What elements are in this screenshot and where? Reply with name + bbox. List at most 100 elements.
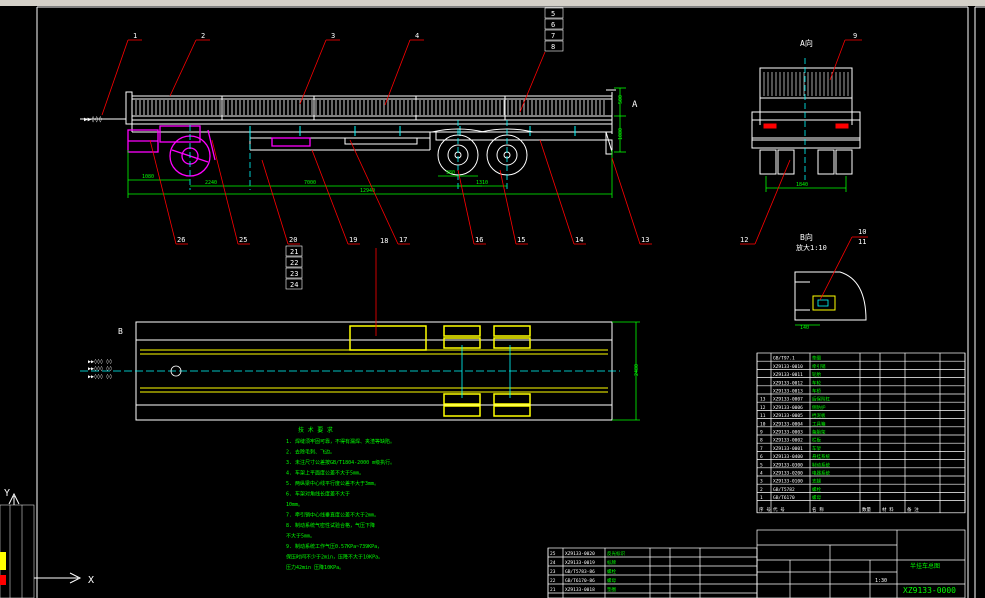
balloon-21: 21 [290,248,298,256]
dim-500: 500 [618,95,624,104]
lparts-row-name: 螺母 [607,577,616,584]
ucs-x-label: X [88,575,94,586]
svg-text:▶▶◊◊◊ ◊◊: ▶▶◊◊◊ ◊◊ [88,358,112,365]
lparts-row-no: 25 [550,551,556,557]
parts-row-code: XZ9133-0005 [773,413,803,419]
balloon-22: 22 [290,259,298,267]
parts-row-code: XZ9133-0013 [773,389,803,395]
parts-row-code: XZ9133-0003 [773,430,803,436]
balloon-12: 12 [740,236,748,244]
lparts-row-name: 标牌 [607,559,616,566]
title-name: 半挂车总图 [910,562,940,570]
parts-header-cell: 序 号 [759,506,771,513]
detail-dim: 140 [800,325,809,331]
balloon-19: 19 [349,236,357,244]
svg-text:▶▶◊◊◊ ◊◊: ▶▶◊◊◊ ◊◊ [88,365,112,372]
dim-12940: 12940 [360,188,375,194]
parts-row-name: 轮胎 [812,371,821,378]
toolbar-strip[interactable] [0,0,985,6]
parts-header-cell: 代 号 [773,506,785,513]
parts-row-name: 支腿 [812,478,821,485]
parts-row-code: XZ9133-0100 [773,479,803,485]
dim-1310: 1310 [476,180,488,186]
parts-row-code: XZ9133-0002 [773,438,803,444]
parts-row-no: 9 [760,430,763,436]
parts-row-code: XZ9133-0200 [773,471,803,477]
lparts-row-code: GB/T6170-86 [565,578,595,584]
balloon-18: 18 [380,237,388,245]
parts-row-no: 3 [760,479,763,485]
parts-header-cell: 备 注 [907,506,919,513]
lparts-row-name: 反光标识 [607,550,625,557]
tech-note-line: 不大于5mm。 [286,533,315,540]
svg-text:▶▶◊◊◊: ▶▶◊◊◊ [84,116,102,123]
parts-row-name: 垫圈 [812,355,821,362]
parts-row-code: XZ9133-0010 [773,364,803,370]
balloon-5: 5 [551,10,555,18]
balloon-1: 1 [133,32,137,40]
lparts-row-no: 24 [550,560,556,566]
tech-note-line: 9. 制动系统工作气压0.57KPa~739KPa， [286,543,382,550]
tech-note-line: 压力42min 压降10KPa。 [286,564,344,571]
parts-row-name: 制动系统 [812,461,830,468]
dim-1080: 1080 [142,174,154,180]
parts-row-no: 7 [760,446,763,452]
parts-row-no: 12 [760,405,766,411]
plan-view[interactable]: B [80,248,640,421]
detail-title: B向 [800,232,813,242]
section-marker-a: A [632,100,638,110]
balloon-11: 11 [858,238,866,246]
drawing-border [36,6,985,598]
parts-row-name: 车桥 [812,388,821,395]
lparts-row-code: XZ9133-0018 [565,587,595,593]
side-view[interactable]: 1080 2240 7000 980 1310 12940 500 1080 A… [80,87,638,198]
balloon-16: 16 [475,236,483,244]
balloon-23: 23 [290,270,298,278]
dim-7000: 7000 [304,180,316,186]
tech-note-line: 3. 未注尺寸公差按GB/T1804-2000 m级执行。 [286,459,395,466]
parts-row-name: 工具箱 [812,420,826,427]
lparts-row-code: GB/T5783-86 [565,569,595,575]
parts-header-cell: 名 称 [812,506,824,513]
balloon-2: 2 [201,32,205,40]
detail-view-b[interactable]: B向 放大1:10 140 10 11 [794,228,868,331]
technical-requirements[interactable]: 技 术 要 求 1. 焊缝须牢固可靠，不得有漏焊、夹渣等缺陷。2. 去除毛刺、飞… [286,426,395,571]
dim-980: 980 [446,170,455,176]
rear-view-title: A向 [800,38,813,48]
parts-row-no: 5 [760,462,763,468]
parts-row-code: GB/T6170 [773,495,795,501]
parts-row-code: GB/T97.1 [773,356,795,362]
parts-row-code: XZ9133-0007 [773,397,803,403]
rear-view[interactable]: A向 [740,32,862,245]
detail-scale: 放大1:10 [796,243,827,252]
lparts-row-no: 21 [550,587,556,593]
parts-row-no: 1 [760,495,763,501]
balloon-14: 14 [575,236,583,244]
balloon-24: 24 [290,281,298,289]
parts-row-code: XZ9133-0006 [773,405,803,411]
parts-row-name: 备胎架 [812,429,826,436]
lparts-row-no: 23 [550,569,556,575]
tech-note-line: 7. 牵引销中心线垂直度公差不大于2mm。 [286,512,379,519]
parts-row-name: 车架 [812,445,821,452]
tech-note-line: 保压时间不少于2min，压降不大于10KPa。 [286,554,383,561]
title-block[interactable]: 半挂车总图 XZ9133-0000 1:30 [756,529,966,598]
parts-row-no: 11 [760,413,766,419]
balloon-4: 4 [415,32,419,40]
lparts-row-no: 22 [550,578,556,584]
balloon-17: 17 [399,236,407,244]
parts-row-code: XZ9133-0001 [773,446,803,452]
kingpin-label: ▶▶◊◊◊ [84,116,102,123]
dim-2240: 2240 [205,180,217,186]
parts-row-no: 13 [760,397,766,403]
left-side-labels [0,504,35,598]
balloon-15: 15 [517,236,525,244]
lparts-row-code: XZ9133-0020 [565,551,595,557]
lparts-row-name: 螺栓 [607,568,616,575]
lparts-row-name: 垫圈 [607,586,616,593]
